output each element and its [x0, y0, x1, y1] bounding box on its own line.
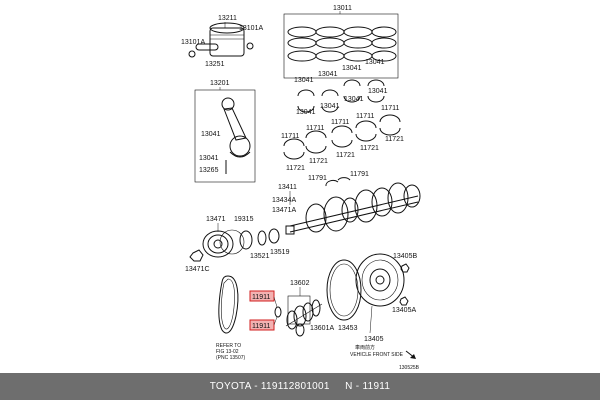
part-number-footer: TOYOTA - 119112801001 N - 11911 [0, 373, 600, 400]
label-11911-bottom[interactable]: 11911 [252, 323, 271, 330]
label-13411: 13411 [278, 184, 297, 191]
label-13265: 13265 [199, 167, 219, 174]
piston-assembly[interactable] [188, 22, 254, 58]
dowel-pin[interactable] [273, 296, 282, 326]
label-13251: 13251 [205, 61, 225, 68]
refer-line-3: (PNC 13507) [216, 355, 246, 361]
label-11911-top[interactable]: 11911 [252, 294, 271, 301]
pulley-bolt[interactable] [189, 249, 204, 262]
label-13519: 13519 [270, 249, 290, 256]
label-13041-c: 13041 [365, 59, 385, 66]
refer-line-1: REFER TO [216, 343, 241, 349]
label-13201: 13201 [210, 80, 230, 87]
label-13405A: 13405A [392, 307, 416, 314]
piston-ring-set[interactable] [283, 13, 399, 79]
label-13405: 13405 [364, 336, 384, 343]
label-13471C: 13471C [185, 266, 210, 273]
vehicle-front-arrow-icon [405, 350, 416, 359]
label-13011: 13011 [333, 5, 352, 12]
label-11711-a: 11711 [306, 125, 325, 132]
footer-text: TOYOTA - 119112801001 N - 11911 [209, 381, 391, 392]
parts-diagram: 13011 13211 13101A 13101A 13251 13201 13… [181, 5, 421, 371]
main-bearings[interactable] [283, 114, 401, 160]
label-11721-d: 11721 [385, 136, 404, 143]
label-13405B: 13405B [393, 253, 417, 260]
label-11721-e: 11721 [286, 165, 305, 172]
label-13041-g: 13041 [368, 88, 388, 95]
vehicle-front-label: VEHICLE FRONT SIDE [350, 352, 404, 358]
label-11711-e: 11711 [281, 133, 300, 140]
label-13434A: 13434A [272, 197, 296, 204]
label-13041-a: 13041 [318, 71, 338, 78]
balance-shaft-assembly[interactable] [285, 295, 323, 337]
crankshaft[interactable] [285, 182, 421, 235]
label-13211: 13211 [218, 15, 237, 22]
label-13041-h: 13041 [296, 109, 316, 116]
label-13041-b: 13041 [342, 65, 362, 72]
label-13471: 13471 [206, 216, 226, 223]
label-13602: 13602 [290, 280, 310, 287]
timing-chain[interactable] [218, 275, 239, 334]
diagram-code: 130525B [399, 365, 420, 371]
rod-bearings[interactable] [297, 79, 385, 113]
sensor-plate[interactable] [239, 230, 253, 250]
label-11791-b: 11791 [350, 171, 369, 178]
label-13453: 13453 [338, 325, 358, 332]
label-11791-a: 11791 [308, 175, 327, 182]
connecting-rod[interactable] [194, 89, 256, 183]
flywheel-bolt-a[interactable] [399, 296, 409, 306]
label-13041-f: 13041 [344, 96, 364, 103]
flywheel-bolt-b[interactable] [400, 263, 410, 273]
label-13471A: 13471A [272, 207, 296, 214]
refer-line-2: FIG 13-02 [216, 349, 239, 355]
label-11721-c: 11721 [360, 145, 379, 152]
label-13041-rod: 13041 [201, 131, 221, 138]
crankshaft-pulley[interactable] [202, 229, 245, 258]
thrust-washers[interactable] [325, 177, 351, 187]
label-13101A-left: 13101A [181, 39, 205, 46]
label-11711-d: 11711 [381, 105, 400, 112]
label-11721-b: 11721 [336, 152, 355, 159]
drive-plate[interactable] [326, 253, 405, 321]
label-13041-d: 13041 [294, 77, 314, 84]
label-11711-b: 11711 [331, 119, 350, 126]
label-13521: 13521 [250, 253, 270, 260]
label-13041-e: 13041 [320, 103, 340, 110]
label-13041-cap: 13041 [199, 155, 219, 162]
label-19315: 19315 [234, 216, 254, 223]
label-11721-a: 11721 [309, 158, 328, 165]
label-13601A: 13601A [310, 325, 334, 332]
gear-and-key[interactable] [257, 228, 280, 246]
vehicle-front-jp: 車両前方 [355, 344, 375, 351]
label-13101A-right: 13101A [239, 25, 263, 32]
label-11711-c: 11711 [356, 113, 375, 120]
highlight-11911-top[interactable] [249, 290, 275, 302]
